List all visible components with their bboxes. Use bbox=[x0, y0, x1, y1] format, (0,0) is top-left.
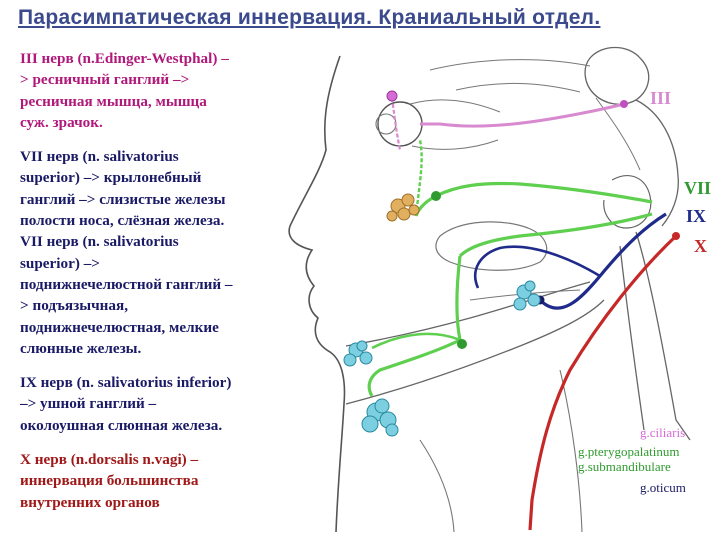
spinal-column bbox=[619, 231, 691, 441]
nerve-vii-lower bbox=[367, 255, 462, 397]
text-line: VII нерв (n. salivatorius bbox=[20, 148, 179, 166]
text-line: III нерв (n.Edinger-Westphal) – bbox=[20, 50, 229, 67]
text-line: иннервация большинства bbox=[20, 472, 199, 490]
text-line: > ресничный ганглий –> bbox=[20, 71, 190, 89]
label-nerve-vii: VII bbox=[684, 178, 711, 198]
submandibular-ganglion-marker bbox=[457, 339, 467, 349]
text-line: околоушная слюнная железа. bbox=[20, 416, 223, 434]
text-line: IX нерв (n. salivatorius inferior) bbox=[20, 374, 232, 392]
nerve-iii-branch bbox=[390, 97, 402, 151]
legend-submandibulare: g.submandibulare bbox=[578, 459, 671, 474]
text-line: X нерв (n.dorsalis n.vagi) – bbox=[20, 451, 199, 469]
text-line: внутренних органов bbox=[20, 493, 160, 511]
text-line: superior) –> bbox=[20, 254, 100, 272]
text-line: слюнные железы. bbox=[20, 339, 142, 357]
paragraph-nerve-vii: VII нерв (n. salivatorius superior) –> к… bbox=[20, 146, 312, 359]
brainstem-inner bbox=[595, 97, 641, 171]
label-nerve-x: X bbox=[694, 236, 707, 256]
eye-iris bbox=[375, 113, 397, 135]
nerve-iii-path bbox=[420, 102, 625, 128]
nerve-ix-path bbox=[538, 212, 667, 310]
paragraph-nerve-x: X нерв (n.dorsalis n.vagi) – иннервация … bbox=[20, 449, 312, 513]
brainstem-outline bbox=[635, 99, 679, 227]
description-column: III нерв (n.Edinger-Westphal) – > реснич… bbox=[20, 48, 312, 526]
skull-inner-outline bbox=[429, 59, 591, 93]
legend-ciliaris: g.ciliaris bbox=[640, 425, 685, 440]
paragraph-nerve-ix: IX нерв (n. salivatorius inferior) –> уш… bbox=[20, 372, 312, 436]
nerve-vii-upper bbox=[414, 181, 653, 217]
text-line: ресничная мышца, мышца bbox=[20, 92, 207, 110]
nerve-x-nucleus-marker bbox=[672, 232, 680, 240]
text-line: полости носа, слёзная железа. bbox=[20, 212, 225, 230]
text-line: > подъязычная, bbox=[20, 297, 128, 315]
ear-structure bbox=[603, 175, 652, 229]
sublingual-gland bbox=[343, 340, 373, 367]
nerve-ix-loop bbox=[473, 245, 601, 289]
text-line: суж. зрачок. bbox=[20, 113, 103, 131]
tongue-outline bbox=[435, 221, 548, 271]
face-profile-outline bbox=[288, 55, 346, 533]
nerve-vii-middle bbox=[458, 212, 653, 258]
nerve-vii-lacrimal bbox=[414, 139, 423, 217]
parotid-gland bbox=[513, 280, 541, 311]
page-title: Парасимпатическая иннервация. Краниальны… bbox=[18, 6, 601, 29]
submandibular-gland bbox=[361, 398, 399, 437]
neck-outline bbox=[419, 369, 583, 533]
text-line: superior) –> крылонебный bbox=[20, 169, 202, 187]
nerve-iii-nucleus-marker bbox=[620, 100, 628, 108]
text-line: –> ушной ганглий – bbox=[20, 395, 157, 413]
brain-outline bbox=[584, 46, 650, 105]
text-line: поднижнечелюстной ганглий – bbox=[20, 275, 233, 293]
legend-pterygopalatinum: g.pterygopalatinum bbox=[578, 444, 679, 459]
eye-globe bbox=[377, 101, 423, 147]
legend-oticum: g.oticum bbox=[640, 480, 686, 495]
pterygopalatine-ganglion-marker bbox=[431, 191, 441, 201]
text-line: VII нерв (n. salivatorius bbox=[20, 233, 179, 251]
text-line: ганглий –> слизистые железы bbox=[20, 190, 226, 208]
label-nerve-ix: IX bbox=[686, 206, 706, 226]
nerve-x-path bbox=[528, 234, 678, 531]
lacrimal-gland bbox=[386, 193, 420, 222]
ciliary-ganglion-marker bbox=[386, 90, 398, 102]
paragraph-nerve-iii: III нерв (n.Edinger-Westphal) – > реснич… bbox=[20, 48, 312, 133]
nerve-vii-sublingual bbox=[371, 332, 461, 350]
text-line: поднижнечелюстная, мелкие bbox=[20, 318, 219, 336]
label-nerve-iii: III bbox=[650, 88, 671, 108]
